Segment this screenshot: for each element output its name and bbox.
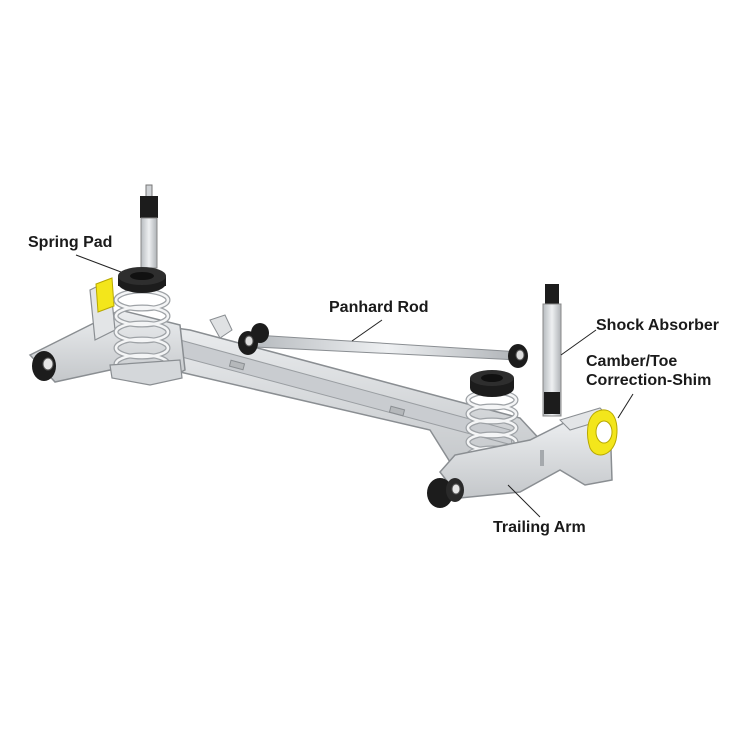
panhard-rod: [238, 323, 528, 368]
left-trailing-arm-bushing: [32, 351, 56, 381]
left-shock-absorber: [140, 184, 158, 269]
camber-toe-shim-highlight: [587, 409, 618, 456]
leader-spring-pad: [75, 254, 122, 273]
label-spring-pad: Spring Pad: [28, 234, 113, 251]
leader-camber-toe: [617, 393, 634, 419]
label-panhard-rod: Panhard Rod: [329, 299, 429, 316]
leader-shock-absorber: [560, 329, 597, 356]
label-camber-toe-line1: Camber/Toe: [586, 353, 678, 370]
label-camber-toe-shim: Camber/Toe Correction-Shim: [586, 352, 711, 390]
label-camber-toe-line2: Correction-Shim: [586, 372, 712, 389]
axle-beam: [94, 317, 546, 471]
left-spring-seat: [109, 359, 183, 386]
spring-pad-highlight: [95, 277, 115, 313]
left-spring-pad: [118, 267, 166, 293]
leader-trailing-arm: [507, 484, 541, 518]
right-trailing-arm-bushing: [427, 478, 464, 508]
label-trailing-arm: Trailing Arm: [493, 519, 586, 536]
right-spring-pad: [470, 370, 514, 397]
leader-lines: [75, 254, 634, 518]
right-shock-absorber: [542, 284, 562, 417]
label-shock-absorber: Shock Absorber: [596, 317, 719, 334]
leader-panhard-rod: [351, 319, 383, 342]
